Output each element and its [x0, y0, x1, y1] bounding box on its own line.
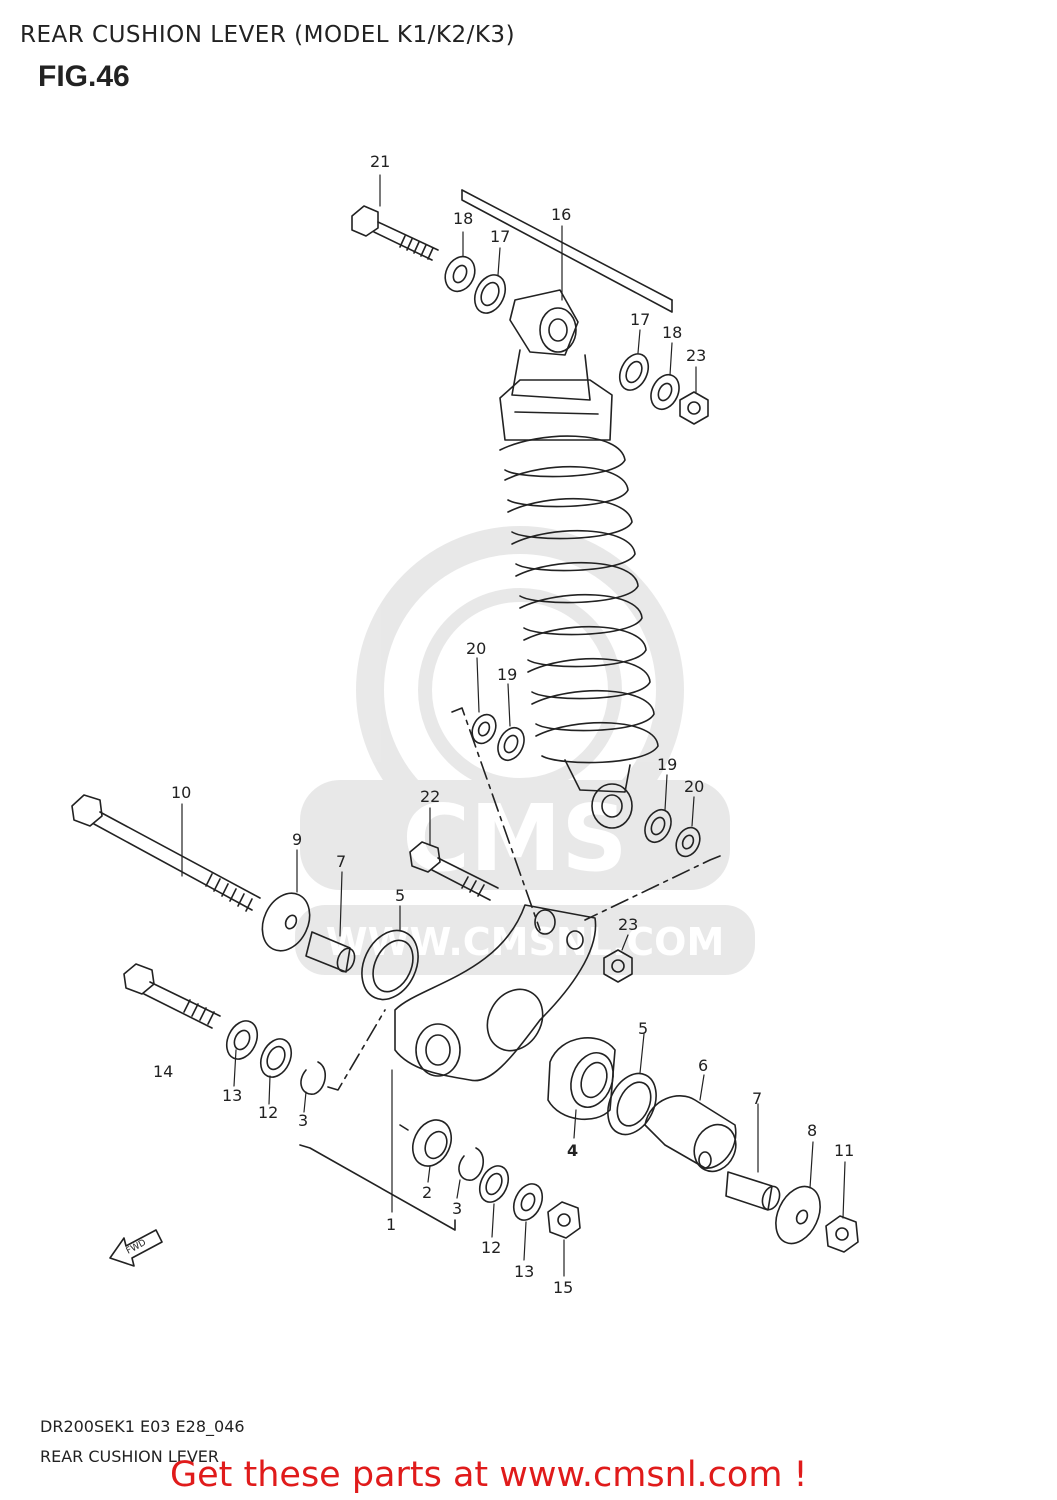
callout-7: 7	[752, 1089, 762, 1108]
washer-18-right	[650, 373, 680, 411]
nut-23-upper	[679, 391, 709, 425]
fwd-arrow-icon	[109, 1229, 163, 1267]
callout-5: 5	[638, 1019, 648, 1038]
seal-5-lower	[607, 1072, 657, 1136]
callout-20: 20	[466, 639, 486, 658]
bolt-10	[71, 794, 261, 912]
promo-link[interactable]: Get these parts at www.cmsnl.com !	[170, 1455, 808, 1495]
top-group-line	[461, 189, 673, 301]
circlip-3-lower	[458, 1147, 484, 1181]
callout-10: 10	[171, 783, 191, 802]
circlip-3-left	[300, 1061, 326, 1095]
callout-13: 13	[514, 1262, 534, 1281]
callout-18: 18	[453, 209, 473, 228]
callout-12: 12	[258, 1103, 278, 1122]
bolt-14	[123, 963, 221, 1029]
callout-16: 16	[551, 205, 571, 224]
cushion-lever-1	[394, 904, 597, 1082]
nut-23-lower	[603, 949, 633, 983]
collar-7-upper	[305, 931, 356, 973]
callout-4: 4	[567, 1141, 578, 1160]
callout-1: 1	[386, 1215, 396, 1234]
spacer-6	[644, 1095, 737, 1173]
callout-2: 2	[422, 1183, 432, 1202]
callout-3: 3	[298, 1111, 308, 1130]
washer-20-right	[675, 826, 701, 858]
page-title: REAR CUSHION LEVER (MODEL K1/K2/K3)	[20, 22, 516, 48]
washer-8	[775, 1185, 821, 1245]
callout-23: 23	[686, 346, 706, 365]
nut-11	[825, 1215, 859, 1253]
leader-lines	[181, 174, 846, 1277]
seal-19-right	[644, 808, 672, 844]
nut-15	[547, 1201, 581, 1239]
seal-17-right	[618, 353, 650, 391]
lower-group-bracket	[299, 1144, 456, 1231]
watermark-url: WWW.CMSNL.COM	[326, 920, 725, 964]
washer-13-lower	[512, 1183, 544, 1221]
seal-17-upper	[473, 274, 507, 314]
callout-9: 9	[292, 830, 302, 849]
bearing-4	[547, 1037, 616, 1121]
callout-19: 19	[497, 665, 517, 684]
alignment-line-left	[327, 1009, 386, 1091]
top-group-bracket	[461, 189, 673, 313]
callout-5: 5	[395, 886, 405, 905]
diagram-code: DR200SEK1 E03 E28_046	[40, 1417, 245, 1436]
collar-7-lower	[725, 1171, 781, 1211]
bolt-22	[409, 841, 499, 901]
washer-18-upper	[444, 255, 476, 293]
callout-15: 15	[553, 1278, 573, 1297]
callout-13: 13	[222, 1086, 242, 1105]
shock-absorber-16	[499, 289, 659, 829]
callout-11: 11	[834, 1141, 854, 1160]
callout-17: 17	[630, 310, 650, 329]
callout-21: 21	[370, 152, 390, 171]
washer-9	[261, 892, 311, 952]
callout-23: 23	[618, 915, 638, 934]
alignment-line-right	[584, 855, 721, 921]
callout-14: 14	[153, 1062, 173, 1081]
bushing-2	[411, 1119, 453, 1167]
callout-labels: 21 18 17 16 17 18 23 20 19 19 20 10 22 9…	[153, 152, 854, 1297]
callout-12: 12	[481, 1238, 501, 1257]
lower-group-tick	[399, 1124, 409, 1131]
seal-19-left	[497, 726, 525, 762]
callout-20: 20	[684, 777, 704, 796]
seal-12-left	[259, 1038, 293, 1078]
callout-17: 17	[490, 227, 510, 246]
seal-5-upper	[361, 929, 419, 1001]
callout-22: 22	[420, 787, 440, 806]
washer-13-left	[225, 1020, 259, 1060]
callout-8: 8	[807, 1121, 817, 1140]
callout-7: 7	[336, 852, 346, 871]
bolt-21	[351, 205, 439, 261]
callout-18: 18	[662, 323, 682, 342]
figure-number: FIG.46	[38, 60, 130, 93]
callout-19: 19	[657, 755, 677, 774]
seal-12-lower	[478, 1165, 510, 1203]
callout-6: 6	[698, 1056, 708, 1075]
washer-20-left	[471, 713, 497, 745]
alignment-line-upper	[451, 707, 541, 931]
diagram-name: REAR CUSHION LEVER	[40, 1447, 220, 1466]
callout-3: 3	[452, 1199, 462, 1218]
